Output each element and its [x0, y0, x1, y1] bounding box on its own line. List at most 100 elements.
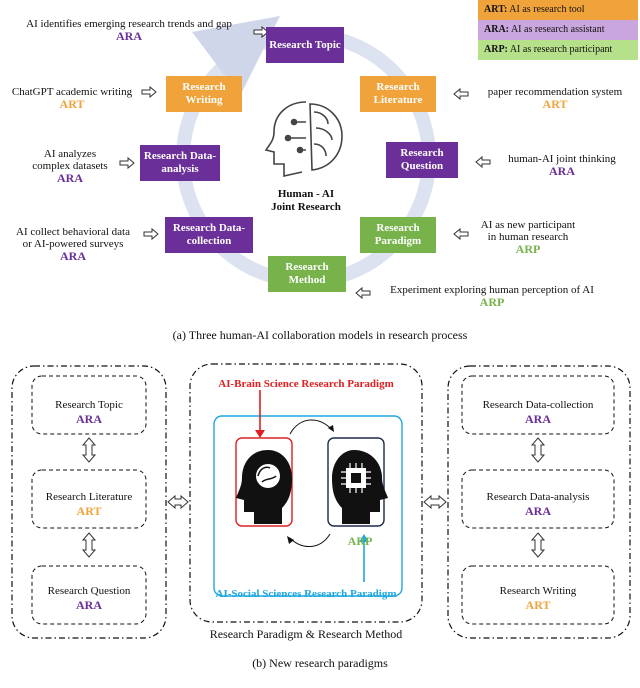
note-literature-text: paper recommendation system	[487, 86, 623, 98]
right-double-arrow-1	[530, 437, 546, 463]
node-research-dataanalysis: Research Data-analysis	[140, 145, 220, 181]
arrow-literature	[453, 87, 469, 101]
note-question-tag: ARA	[549, 164, 575, 178]
social-arrow-head	[359, 534, 369, 542]
left-box-3	[31, 565, 147, 625]
cycle-arrow	[192, 16, 280, 96]
arrow-topic	[253, 25, 269, 39]
note-paradigm-tag: ARP	[515, 242, 541, 256]
ai-frame	[327, 437, 385, 527]
h-double-arrow-left	[167, 494, 189, 510]
left-item-question-label: Research Question	[47, 585, 131, 597]
node-research-datacollection: Research Data-collection	[165, 217, 253, 253]
left-item-topic: Research Topic ARA	[32, 398, 146, 426]
legend-ara-text: AI as research assistant	[509, 24, 605, 35]
node-research-topic: Research Topic	[266, 27, 344, 63]
left-item-question-tag: ARA	[76, 598, 102, 612]
right-double-arrow-2	[530, 532, 546, 558]
note-paradigm-line1: AI as new participant	[480, 219, 576, 231]
note-topic-text: AI identifies emerging research trends a…	[26, 18, 232, 30]
center-title: Human - AI Joint Research	[256, 188, 356, 214]
note-dataanalysis-line2: complex datasets	[32, 160, 108, 172]
legend-ara-key: ARA:	[484, 24, 509, 35]
node-research-literature: Research Literature	[360, 76, 436, 112]
note-writing: ChatGPT academic writing ART	[4, 86, 140, 110]
left-item-question: Research Question ARA	[32, 584, 146, 612]
brain-frame	[235, 437, 293, 527]
left-item-literature-label: Research Literature	[45, 491, 133, 503]
node-research-question: Research Question	[386, 142, 458, 178]
right-item-datacollection-tag: ARA	[525, 412, 551, 426]
arrow-dataanalysis	[119, 156, 135, 170]
paradigm-diagram	[11, 363, 631, 639]
arrow-method	[355, 286, 371, 300]
caption-a: (a) Three human-AI collaboration models …	[172, 328, 468, 342]
human-head-icon	[236, 450, 292, 524]
left-item-literature: Research Literature ART	[32, 490, 146, 518]
note-topic-tag: ARA	[116, 29, 142, 43]
note-literature-tag: ART	[542, 97, 568, 111]
note-datacollection-line1: AI collect behavioral data	[16, 226, 130, 238]
note-datacollection: AI collect behavioral data or AI-powered…	[4, 226, 142, 262]
note-question: human-AI joint thinking ARA	[492, 153, 632, 177]
legend-art-key: ART:	[484, 4, 508, 15]
note-method-text: Experiment exploring human perception of…	[390, 284, 594, 296]
note-paradigm: AI as new participant in human research …	[470, 219, 586, 255]
legend-arp-key: ARP:	[484, 44, 508, 55]
note-literature: paper recommendation system ART	[470, 86, 640, 110]
note-dataanalysis-tag: ARA	[57, 171, 83, 185]
node-research-paradigm: Research Paradigm	[360, 217, 436, 253]
node-research-method: Research Method	[268, 256, 346, 292]
pointer-arrows	[119, 25, 491, 300]
left-item-literature-tag: ART	[76, 504, 102, 518]
curve-bottom	[289, 533, 331, 547]
legend-art: ART: AI as research tool	[478, 0, 638, 20]
right-item-dataanalysis: Research Data-analysis ARA	[462, 490, 614, 518]
brain-paradigm-label: AI-Brain Science Research Paradigm	[218, 378, 394, 390]
paradigm-frame	[213, 415, 403, 597]
right-item-datacollection-label: Research Data-collection	[482, 399, 594, 411]
left-column-frame	[11, 365, 167, 639]
center-arp-tag: ARP	[347, 534, 373, 548]
right-item-writing-label: Research Writing	[499, 585, 577, 597]
legend-arp: ARP: AI as research participant	[478, 40, 638, 60]
curve-top	[289, 419, 333, 435]
right-item-datacollection: Research Data-collection ARA	[462, 398, 614, 426]
arrow-writing	[141, 85, 157, 99]
brain-arrow-head	[255, 430, 265, 438]
right-item-writing-tag: ART	[525, 598, 551, 612]
left-item-topic-label: Research Topic	[55, 399, 123, 411]
left-double-arrow-1	[81, 437, 97, 463]
legend-ara: ARA: AI as research assistant	[478, 20, 638, 40]
left-box-2	[31, 469, 147, 529]
middle-label: Research Paradigm & Research Method	[209, 627, 403, 641]
note-datacollection-tag: ARA	[60, 249, 86, 263]
caption-b: (b) New research paradigms	[252, 656, 388, 670]
center-title-line1: Human - AI	[277, 188, 335, 200]
right-box-1	[461, 375, 615, 435]
node-research-writing: Research Writing	[166, 76, 242, 112]
note-writing-tag: ART	[59, 97, 85, 111]
note-paradigm-line2: in human research	[487, 231, 569, 243]
center-title-line2: Joint Research	[271, 201, 341, 213]
middle-frame	[189, 363, 423, 623]
arrow-paradigm	[453, 227, 469, 241]
note-writing-text: ChatGPT academic writing	[11, 86, 133, 98]
right-item-dataanalysis-tag: ARA	[525, 504, 551, 518]
note-datacollection-line2: or AI-powered surveys	[22, 238, 124, 250]
human-ai-head-icon	[264, 101, 343, 177]
right-item-writing: Research Writing ART	[462, 584, 614, 612]
note-dataanalysis: AI analyzes complex datasets ARA	[20, 148, 120, 184]
note-method-tag: ARP	[479, 295, 505, 309]
right-column-frame	[447, 365, 631, 639]
arrow-datacollection	[143, 227, 159, 241]
right-box-2	[461, 469, 615, 529]
legend-arp-text: AI as research participant	[507, 44, 613, 55]
note-dataanalysis-line1: AI analyzes	[43, 148, 97, 160]
arrow-question	[475, 155, 491, 169]
note-question-text: human-AI joint thinking	[508, 153, 616, 165]
right-box-3	[461, 565, 615, 625]
left-box-1	[31, 375, 147, 435]
ai-head-icon	[332, 450, 388, 524]
